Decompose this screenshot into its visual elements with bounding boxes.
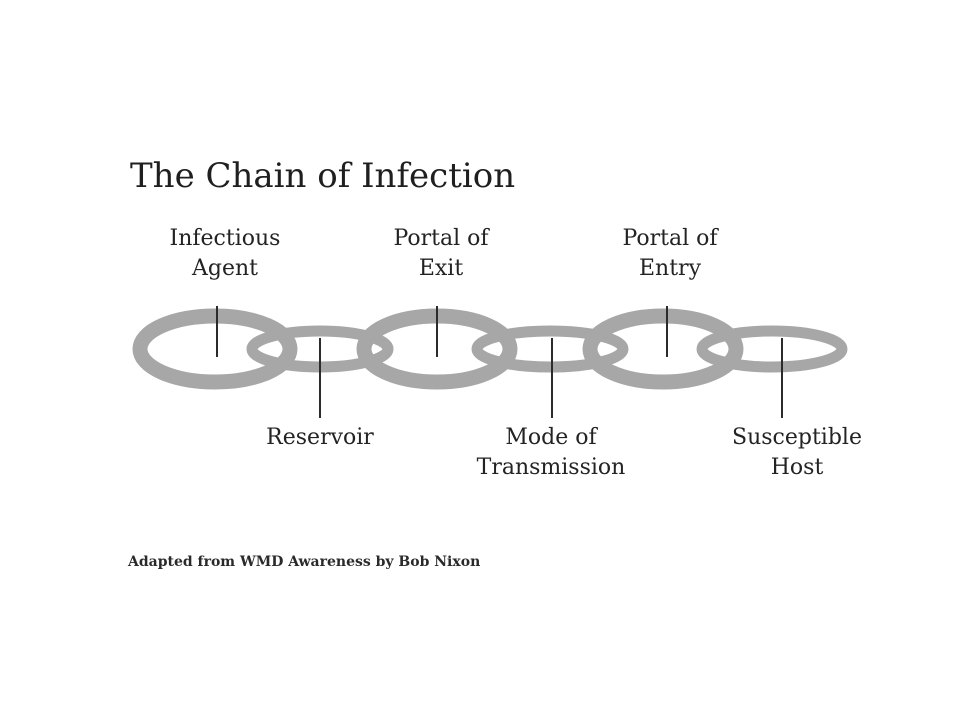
label-portal-of-entry-line-2: Entry [639,256,702,281]
chain-link-susceptible-host [696,325,848,373]
label-infectious-agent-line-1: Infectious [170,226,281,251]
chain [132,308,848,390]
source-credit: Adapted from WMD Awareness by Bob Nixon [127,554,480,570]
label-infectious-agent-line-2: Agent [191,256,258,281]
label-reservoir: Reservoir [266,425,374,450]
pointer-lines [216,306,783,418]
chain-link-portal-of-entry [582,308,744,390]
label-susceptible-host-line-2: Host [771,455,824,480]
chain-link-mode-of-transmission [471,325,629,373]
chain-link-infectious-agent [132,308,298,390]
label-portal-of-exit-line-1: Portal of [393,226,490,251]
label-mode-of-transmission-line-2: Transmission [477,455,626,480]
label-portal-of-exit-line-2: Exit [419,256,464,281]
diagram-title: The Chain of Infection [130,156,515,196]
label-mode-of-transmission-line-1: Mode of [505,425,598,450]
label-portal-of-entry-line-1: Portal of [622,226,719,251]
label-susceptible-host-line-1: Susceptible [732,425,862,450]
